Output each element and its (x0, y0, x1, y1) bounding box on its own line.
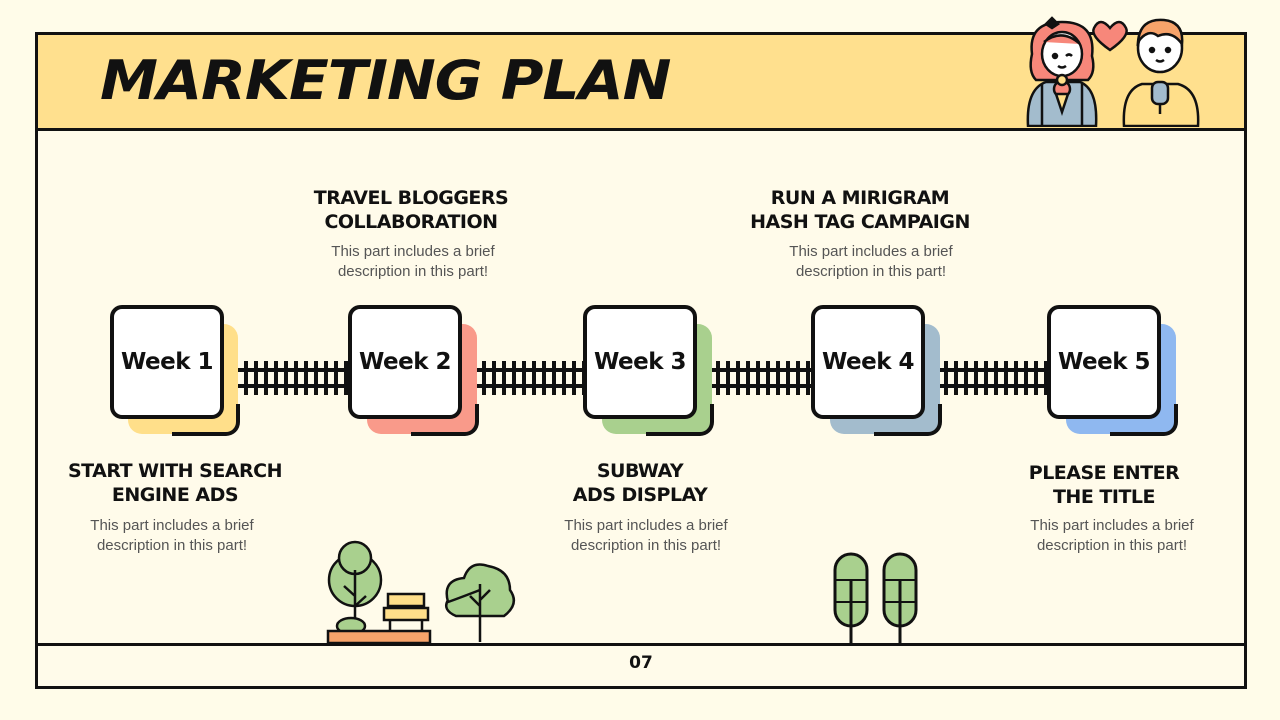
railway-track (468, 361, 590, 395)
couple-illustration (1026, 16, 1200, 127)
page-title: MARKETING PLAN (100, 49, 671, 112)
railway-track (230, 361, 352, 395)
step-5-title: PLEASE ENTER THE TITLE (1028, 462, 1180, 508)
heart-icon (1092, 20, 1128, 52)
step-1-desc: This part includes a brief description i… (90, 517, 254, 554)
step-1-title: START WITH SEARCH ENGINE ADS (67, 460, 283, 506)
step-4-title: RUN A MIRIGRAM HASH TAG CAMPAIGN (750, 187, 970, 233)
step-2-title: TRAVEL BLOGGERS COLLABORATION (313, 187, 509, 233)
step-3-title: SUBWAY ADS DISPLAY (572, 460, 708, 506)
twin-trees-illustration (833, 552, 918, 644)
step-2-desc: This part includes a brief description i… (331, 243, 495, 280)
week-3-corner (646, 404, 714, 436)
page-number: 07 (629, 653, 653, 673)
week-4-corner (874, 404, 942, 436)
bench-icon (386, 592, 426, 608)
step-3-desc: This part includes a brief description i… (564, 517, 728, 554)
tree-bench-illustration (326, 540, 516, 645)
railway-track (702, 361, 820, 395)
railway-track (930, 361, 1054, 395)
week-5-corner (1110, 404, 1178, 436)
week-5-box: Week 5 (1047, 305, 1161, 419)
week-1-corner (172, 404, 240, 436)
footer-divider (38, 643, 1244, 646)
week-4-box: Week 4 (811, 305, 925, 419)
week-2-box: Week 2 (348, 305, 462, 419)
step-4-desc: This part includes a brief description i… (789, 243, 953, 280)
step-5-desc: This part includes a brief description i… (1030, 517, 1194, 554)
week-2-corner (411, 404, 479, 436)
week-3-box: Week 3 (583, 305, 697, 419)
week-1-box: Week 1 (110, 305, 224, 419)
